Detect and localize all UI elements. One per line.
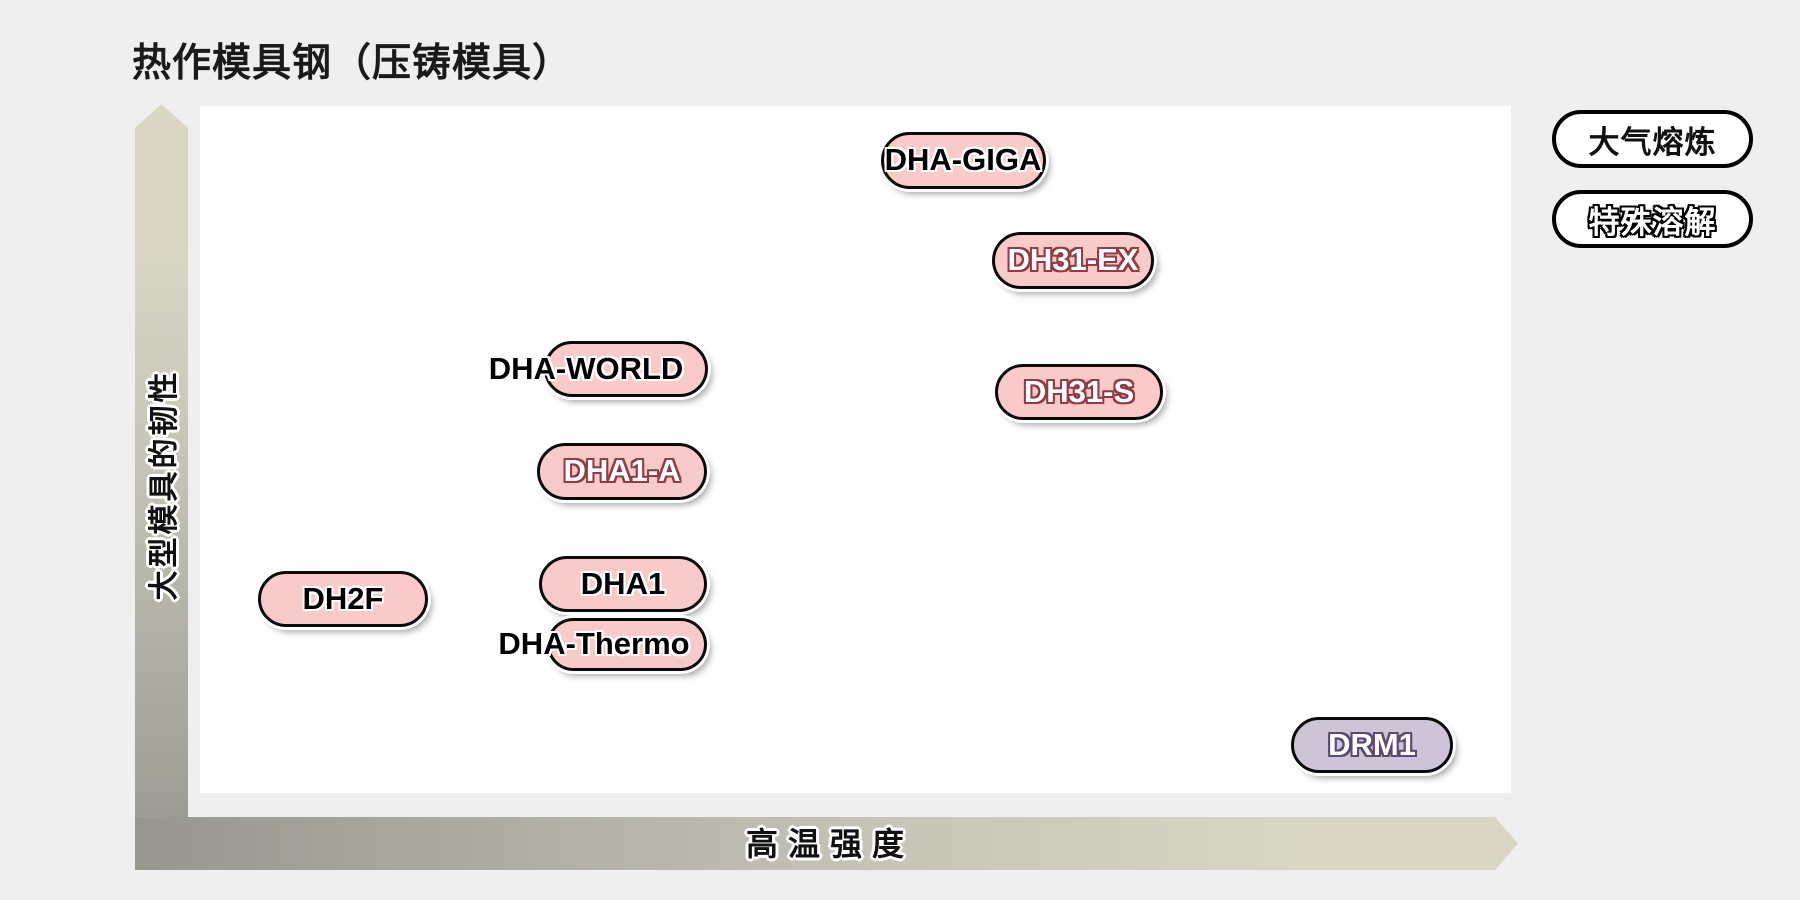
steel-grade-label: DH31-S <box>1023 374 1135 409</box>
steel-grade-label: DHA1 <box>580 566 666 601</box>
steel-grade-label: DH31-EX <box>1007 242 1139 277</box>
steel-grade-label: DH2F <box>302 581 384 616</box>
steel-grade-pill: DH31-EX <box>992 231 1154 289</box>
steel-grade-label: DHA-GIGA <box>884 142 1042 177</box>
x-axis-label: 高温强度 <box>745 826 915 862</box>
steel-grade-label: DHA1-A <box>563 453 681 488</box>
legend-item-air-melting: 大气熔炼 <box>1552 110 1753 168</box>
steel-grade-label: DRM1 <box>1328 727 1416 762</box>
steel-grade-pill: DHA1 <box>539 556 707 612</box>
legend-label: 大气熔炼 <box>1588 124 1717 160</box>
steel-grade-pill: DHA1-A <box>537 442 707 500</box>
page-title: 热作模具钢（压铸模具） <box>132 42 573 85</box>
steel-grade-pill: DHA-WORLD <box>489 341 708 397</box>
steel-grade-pill: DH2F <box>258 571 428 627</box>
steel-grade-pill: DHA-Thermo <box>498 617 707 671</box>
legend-label: 特殊溶解 <box>1588 204 1717 240</box>
steel-grade-pill: DRM1 <box>1291 717 1453 773</box>
plot-area <box>200 106 1511 793</box>
legend-item-special-melting: 特殊溶解 <box>1552 190 1753 248</box>
y-axis-label: 大型模具的韧性 <box>148 369 181 601</box>
steel-grade-label: DHA-Thermo <box>498 626 690 661</box>
steel-grade-label: DHA-WORLD <box>488 351 684 386</box>
y-axis-arrow <box>135 104 188 870</box>
steel-grade-pill: DH31-S <box>995 364 1163 420</box>
steel-grade-pill: DHA-GIGA <box>880 131 1046 189</box>
x-axis-arrow <box>135 817 1518 870</box>
